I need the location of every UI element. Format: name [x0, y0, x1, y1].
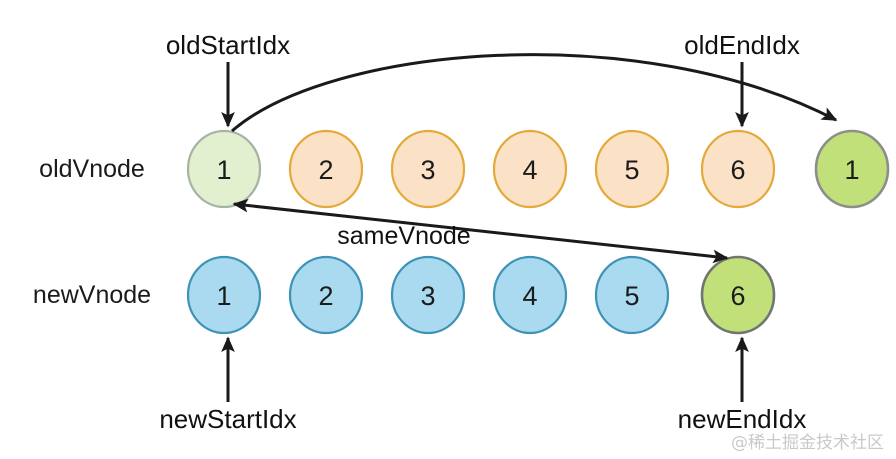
node-value: 1	[216, 155, 231, 185]
new-vnode-row: 1 2 3 4 5 6	[186, 255, 776, 335]
label-old-end-idx: oldEndIdx	[684, 30, 800, 60]
moved-node-arc-connector	[231, 53, 838, 133]
node-value: 1	[844, 155, 859, 185]
old-node-4[interactable]: 4	[492, 129, 568, 209]
watermark: @稀土掘金技术社区	[731, 433, 884, 453]
row-label-newvnode: newVnode	[33, 281, 151, 309]
node-value: 5	[624, 281, 639, 311]
node-circle[interactable]	[186, 255, 262, 335]
node-circle[interactable]	[700, 129, 776, 209]
old-node-7[interactable]: 1	[814, 129, 890, 209]
new-node-1[interactable]: 1	[186, 255, 262, 335]
new-node-3[interactable]: 3	[390, 255, 466, 335]
old-node-6[interactable]: 6	[700, 129, 776, 209]
node-value: 3	[420, 281, 435, 311]
old-node-2[interactable]: 2	[288, 129, 364, 209]
node-value: 6	[730, 281, 745, 311]
new-node-6[interactable]: 6	[700, 255, 776, 335]
node-value: 3	[420, 155, 435, 185]
label-same-vnode: sameVnode	[337, 222, 470, 250]
node-circle[interactable]	[186, 129, 262, 209]
node-value: 4	[522, 155, 537, 185]
label-new-start-idx: newStartIdx	[159, 404, 296, 434]
node-value: 2	[318, 155, 333, 185]
same-vnode-connector	[232, 198, 729, 264]
new-node-2[interactable]: 2	[288, 255, 364, 335]
label-old-start-idx: oldStartIdx	[166, 30, 290, 60]
label-new-end-idx: newEndIdx	[678, 404, 807, 434]
node-value: 4	[522, 281, 537, 311]
old-node-1[interactable]: 1	[186, 129, 262, 209]
node-value: 2	[318, 281, 333, 311]
node-value: 6	[730, 155, 745, 185]
row-label-oldvnode: oldVnode	[39, 155, 145, 183]
new-node-4[interactable]: 4	[492, 255, 568, 335]
old-node-5[interactable]: 5	[594, 129, 670, 209]
node-circle[interactable]	[700, 255, 776, 335]
node-value: 5	[624, 155, 639, 185]
node-value: 1	[216, 281, 231, 311]
node-circle[interactable]	[814, 129, 890, 209]
new-node-5[interactable]: 5	[594, 255, 670, 335]
old-vnode-row: 1 2 3 4 5 6 1	[186, 129, 890, 209]
old-node-3[interactable]: 3	[390, 129, 466, 209]
